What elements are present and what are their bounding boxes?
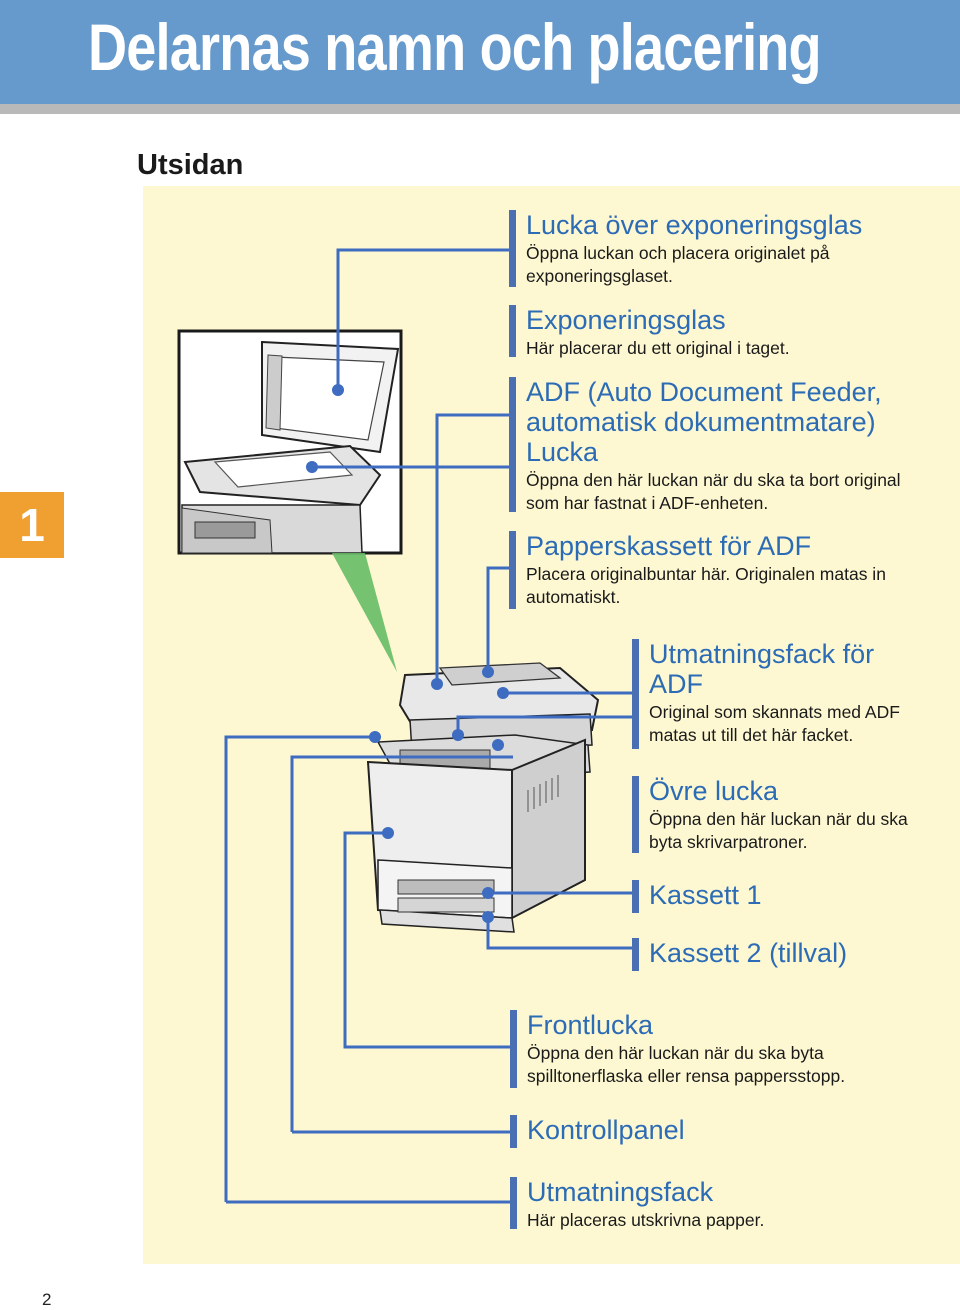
callout-output-tray: Utmatningsfack Här placeras utskrivna pa… — [510, 1177, 930, 1232]
callout-bar — [632, 938, 639, 971]
callout-bar — [510, 1115, 517, 1148]
callout-heading: Kontrollpanel — [527, 1115, 685, 1145]
callout-heading: Papperskassett för ADF — [526, 531, 812, 561]
callout-tray-2: Kassett 2 (tillval) — [632, 938, 932, 971]
callout-bar — [510, 1177, 517, 1229]
callout-bar — [509, 305, 516, 357]
callout-adf-cover: ADF (Auto Document Feeder, automatisk do… — [509, 377, 929, 515]
callout-bar — [632, 639, 639, 749]
callout-description: Original som skannats med ADF matas ut t… — [649, 702, 900, 745]
callout-bar — [509, 377, 516, 512]
callout-adf-output-tray: Utmatningsfack för ADF Original som skan… — [632, 639, 932, 749]
callout-description: Här placeras utskrivna papper. — [527, 1210, 765, 1230]
callout-description: Här placerar du ett original i taget. — [526, 338, 790, 358]
callout-bar — [509, 210, 516, 287]
callout-heading: Kassett 2 (tillval) — [649, 938, 848, 968]
callout-heading: ADF (Auto Document Feeder, automatisk do… — [526, 377, 882, 467]
page-number: 2 — [42, 1290, 52, 1309]
callout-heading: Frontlucka — [527, 1010, 654, 1040]
callout-heading: Övre lucka — [649, 776, 779, 806]
callout-description: Öppna den här luckan när du ska ta bort … — [526, 470, 901, 513]
callout-heading: Utmatningsfack — [527, 1177, 714, 1207]
callout-heading: Kassett 1 — [649, 880, 762, 910]
page-title: Delarnas namn och placering — [88, 10, 822, 84]
callout-bar — [510, 1010, 517, 1088]
callout-front-cover: Frontlucka Öppna den här luckan när du s… — [510, 1010, 930, 1088]
scanner-detail-inset — [177, 329, 403, 555]
callout-top-cover: Övre lucka Öppna den här luckan när du s… — [632, 776, 932, 854]
callout-heading: Utmatningsfack för ADF — [649, 639, 875, 699]
callout-description: Placera originalbuntar här. Originalen m… — [526, 564, 886, 607]
callout-heading: Exponeringsglas — [526, 305, 726, 335]
callout-description: Öppna den här luckan när du ska byta spi… — [527, 1043, 846, 1086]
callout-heading: Lucka över exponeringsglas — [526, 210, 863, 240]
header-shadow — [0, 104, 960, 114]
callout-exposure-glass: Exponeringsglas Här placerar du ett orig… — [509, 305, 929, 360]
highlight-wedge — [332, 553, 397, 672]
callout-adf-tray: Papperskassett för ADF Placera originalb… — [509, 531, 929, 609]
leader-lines — [224, 248, 636, 1202]
callout-control-panel: Kontrollpanel — [510, 1115, 930, 1148]
callout-description: Öppna den här luckan när du ska byta skr… — [649, 809, 908, 852]
leader-dots — [369, 666, 509, 923]
callout-scanner-cover: Lucka över exponeringsglas Öppna luckan … — [509, 210, 929, 288]
callout-bar — [632, 776, 639, 853]
callout-tray-1: Kassett 1 — [632, 880, 932, 913]
callout-bar — [632, 880, 639, 913]
chapter-tab: 1 — [0, 492, 64, 558]
header-band — [0, 0, 960, 104]
callout-bar — [509, 531, 516, 609]
callout-description: Öppna luckan och placera originalet på e… — [526, 243, 830, 286]
section-title: Utsidan — [137, 149, 244, 181]
